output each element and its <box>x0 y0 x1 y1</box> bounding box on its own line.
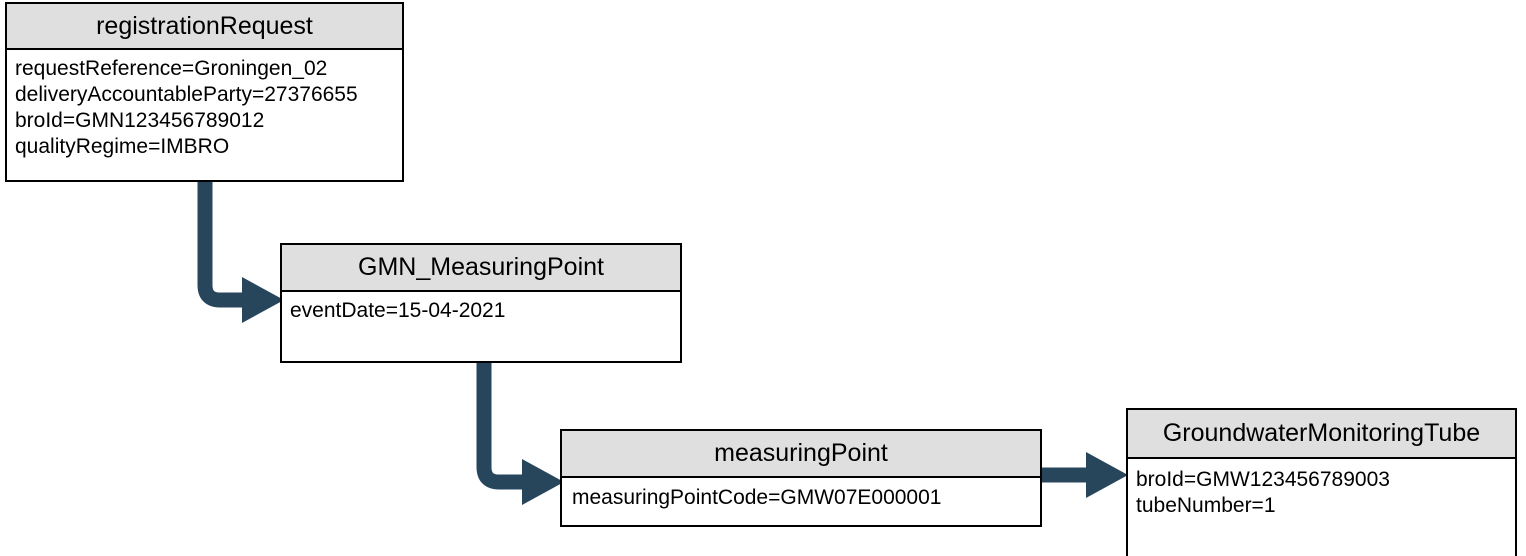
object-title-registrationRequest: registrationRequest <box>96 12 313 40</box>
object-box-header-measuringPoint: measuringPoint <box>562 431 1040 478</box>
attribute-broId: broId=GMN123456789012 <box>15 109 265 132</box>
object-box-body-measuringPoint: measuringPointCode=GMW07E000001 <box>562 478 1040 525</box>
object-box-body-registrationRequest: requestReference=Groningen_02 deliveryAc… <box>7 50 402 180</box>
attribute-tube-broId: broId=GMW123456789003 <box>1136 468 1390 491</box>
attribute-deliveryAccountableParty: deliveryAccountableParty=27376655 <box>15 83 358 106</box>
object-box-body-gmnMeasuringPoint: eventDate=15-04-2021 <box>282 292 680 361</box>
attribute-tubeNumber: tubeNumber=1 <box>1136 494 1276 517</box>
attribute-requestReference: requestReference=Groningen_02 <box>15 57 328 80</box>
object-box-header-registrationRequest: registrationRequest <box>7 4 402 50</box>
object-box-body-groundwaterMonitoringTube: broId=GMW123456789003 tubeNumber=1 <box>1128 459 1515 556</box>
attribute-measuringPointCode: measuringPointCode=GMW07E000001 <box>572 486 942 509</box>
object-box-header-gmnMeasuringPoint: GMN_MeasuringPoint <box>282 245 680 292</box>
object-box-measuringPoint[interactable]: measuringPoint measuringPointCode=GMW07E… <box>560 429 1042 527</box>
object-title-groundwaterMonitoringTube: GroundwaterMonitoringTube <box>1162 419 1481 447</box>
object-box-registrationRequest[interactable]: registrationRequest requestReference=Gro… <box>5 2 404 182</box>
object-title-measuringPoint: measuringPoint <box>714 439 888 467</box>
attribute-qualityRegime: qualityRegime=IMBRO <box>15 135 230 158</box>
object-box-header-groundwaterMonitoringTube: GroundwaterMonitoringTube <box>1128 410 1515 459</box>
object-box-gmnMeasuringPoint[interactable]: GMN_MeasuringPoint eventDate=15-04-2021 <box>280 243 682 363</box>
attribute-eventDate: eventDate=15-04-2021 <box>290 299 506 322</box>
object-title-gmnMeasuringPoint: GMN_MeasuringPoint <box>358 253 604 281</box>
object-box-groundwaterMonitoringTube[interactable]: GroundwaterMonitoringTube broId=GMW12345… <box>1126 408 1517 556</box>
